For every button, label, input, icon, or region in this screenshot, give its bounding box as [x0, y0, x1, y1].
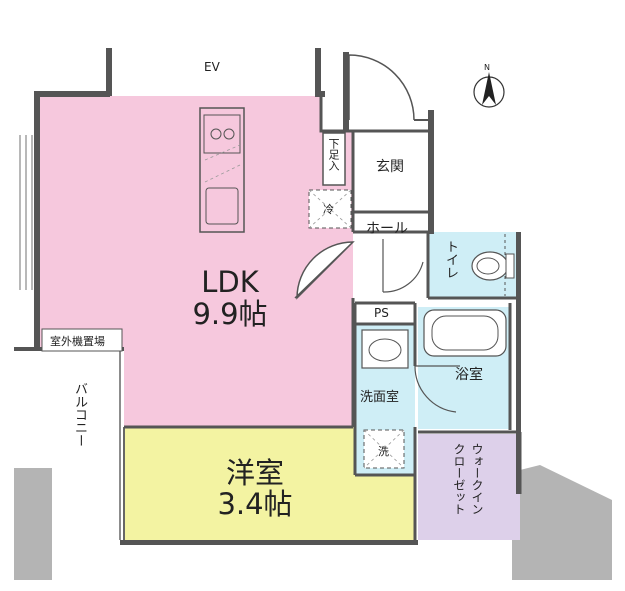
- burner-1: [210, 128, 222, 140]
- closet-label-line1: ウォークイン: [470, 443, 484, 515]
- outdoor-unit-label: 室外機置場: [50, 335, 105, 348]
- toilet-seat: [476, 257, 500, 275]
- ldk-name: LDK: [201, 265, 259, 299]
- basin-bowl: [368, 338, 402, 362]
- exterior-block-right: [512, 465, 612, 580]
- shoe-box: [322, 132, 346, 186]
- closet-label-line2: クローゼット: [452, 443, 466, 515]
- wall-entrance-left: [343, 52, 349, 132]
- shoe-box-label: 下足入: [327, 138, 340, 171]
- ldk-fill: [40, 96, 353, 427]
- exterior-block-left: [14, 468, 52, 580]
- wall-top-left: [34, 91, 110, 97]
- kitchen-sink: [205, 187, 239, 225]
- ldk-door-swing: [294, 241, 355, 300]
- wall-pillar-right: [315, 48, 321, 96]
- kitchen-counter: [199, 107, 245, 233]
- compass-n-label: N: [484, 63, 490, 72]
- bath-label: 浴室: [455, 367, 483, 383]
- western-room-name: 洋室: [225, 456, 284, 490]
- toilet-label: トイレ: [443, 240, 458, 279]
- outdoor-unit-area: [41, 328, 123, 352]
- wall-ldk-right: [319, 96, 355, 232]
- hall-door-swing: [382, 239, 424, 293]
- wash-basin: [361, 329, 409, 369]
- closet-fill: [418, 434, 520, 540]
- toilet-tank: [505, 253, 515, 279]
- ldk-size: 9.9帖: [192, 297, 268, 331]
- wall-pillar-left: [106, 48, 112, 96]
- wall-bottom: [120, 540, 418, 545]
- washer-label: 洗: [378, 445, 389, 458]
- bathtub-inner: [431, 315, 499, 351]
- wall-entrance-right: [428, 110, 434, 234]
- elevator-label: EV: [204, 60, 220, 74]
- washroom-door-swing: [414, 365, 460, 413]
- burner-2: [223, 128, 235, 140]
- entrance-label: 玄関: [376, 159, 404, 175]
- fridge-box: [308, 189, 352, 229]
- fridge-label: 冷: [323, 203, 334, 216]
- compass-arrow: [482, 72, 496, 105]
- pipe-space-label: PS: [374, 306, 389, 320]
- washroom-label: 洗面室: [360, 390, 400, 405]
- washer-box: [363, 429, 405, 469]
- western-room-size: 3.4帖: [217, 487, 293, 521]
- wall-right: [516, 232, 521, 494]
- bathtub: [423, 309, 507, 357]
- hall-label: ホール: [366, 221, 408, 237]
- entrance-door-swing: [348, 54, 415, 121]
- counter-diag-2: [204, 164, 241, 183]
- wall-left: [34, 91, 40, 351]
- counter-diag-1: [204, 144, 241, 161]
- balcony-label: バルコニー: [72, 382, 87, 447]
